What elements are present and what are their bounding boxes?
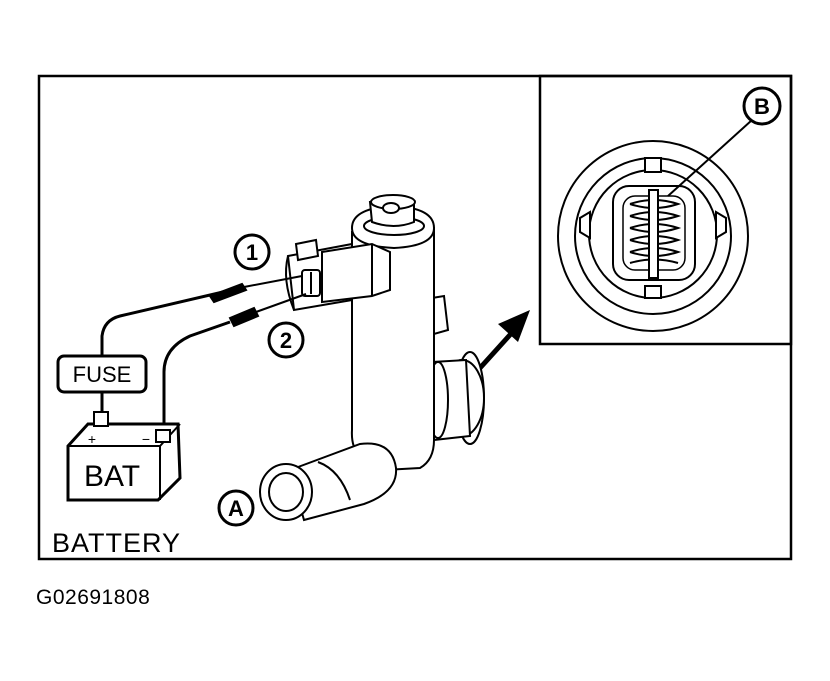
callout-a-label: A bbox=[228, 496, 244, 521]
callout-b-label: B bbox=[754, 94, 770, 119]
callout-2: 2 bbox=[267, 321, 305, 359]
fuse: FUSE bbox=[56, 354, 148, 394]
battery-label: BAT bbox=[84, 460, 140, 493]
fuse-label: FUSE bbox=[73, 362, 132, 387]
battery: + − BAT bbox=[66, 411, 182, 502]
battery-positive: + bbox=[88, 431, 96, 447]
wiring bbox=[100, 286, 241, 432]
connector-face-detail bbox=[557, 119, 753, 332]
view-arrow bbox=[478, 310, 530, 370]
callout-1-label: 1 bbox=[246, 240, 258, 265]
battery-negative: − bbox=[142, 431, 150, 447]
callout-1: 1 bbox=[233, 233, 271, 271]
figure-id: G02691808 bbox=[36, 586, 151, 609]
callout-2-label: 2 bbox=[280, 328, 292, 353]
valve-assembly bbox=[259, 194, 485, 522]
inset-frame bbox=[538, 74, 793, 346]
callout-b: B bbox=[742, 86, 782, 126]
battery-caption: BATTERY bbox=[52, 528, 181, 558]
probe-leads bbox=[208, 275, 307, 328]
callout-a: A bbox=[217, 489, 255, 527]
